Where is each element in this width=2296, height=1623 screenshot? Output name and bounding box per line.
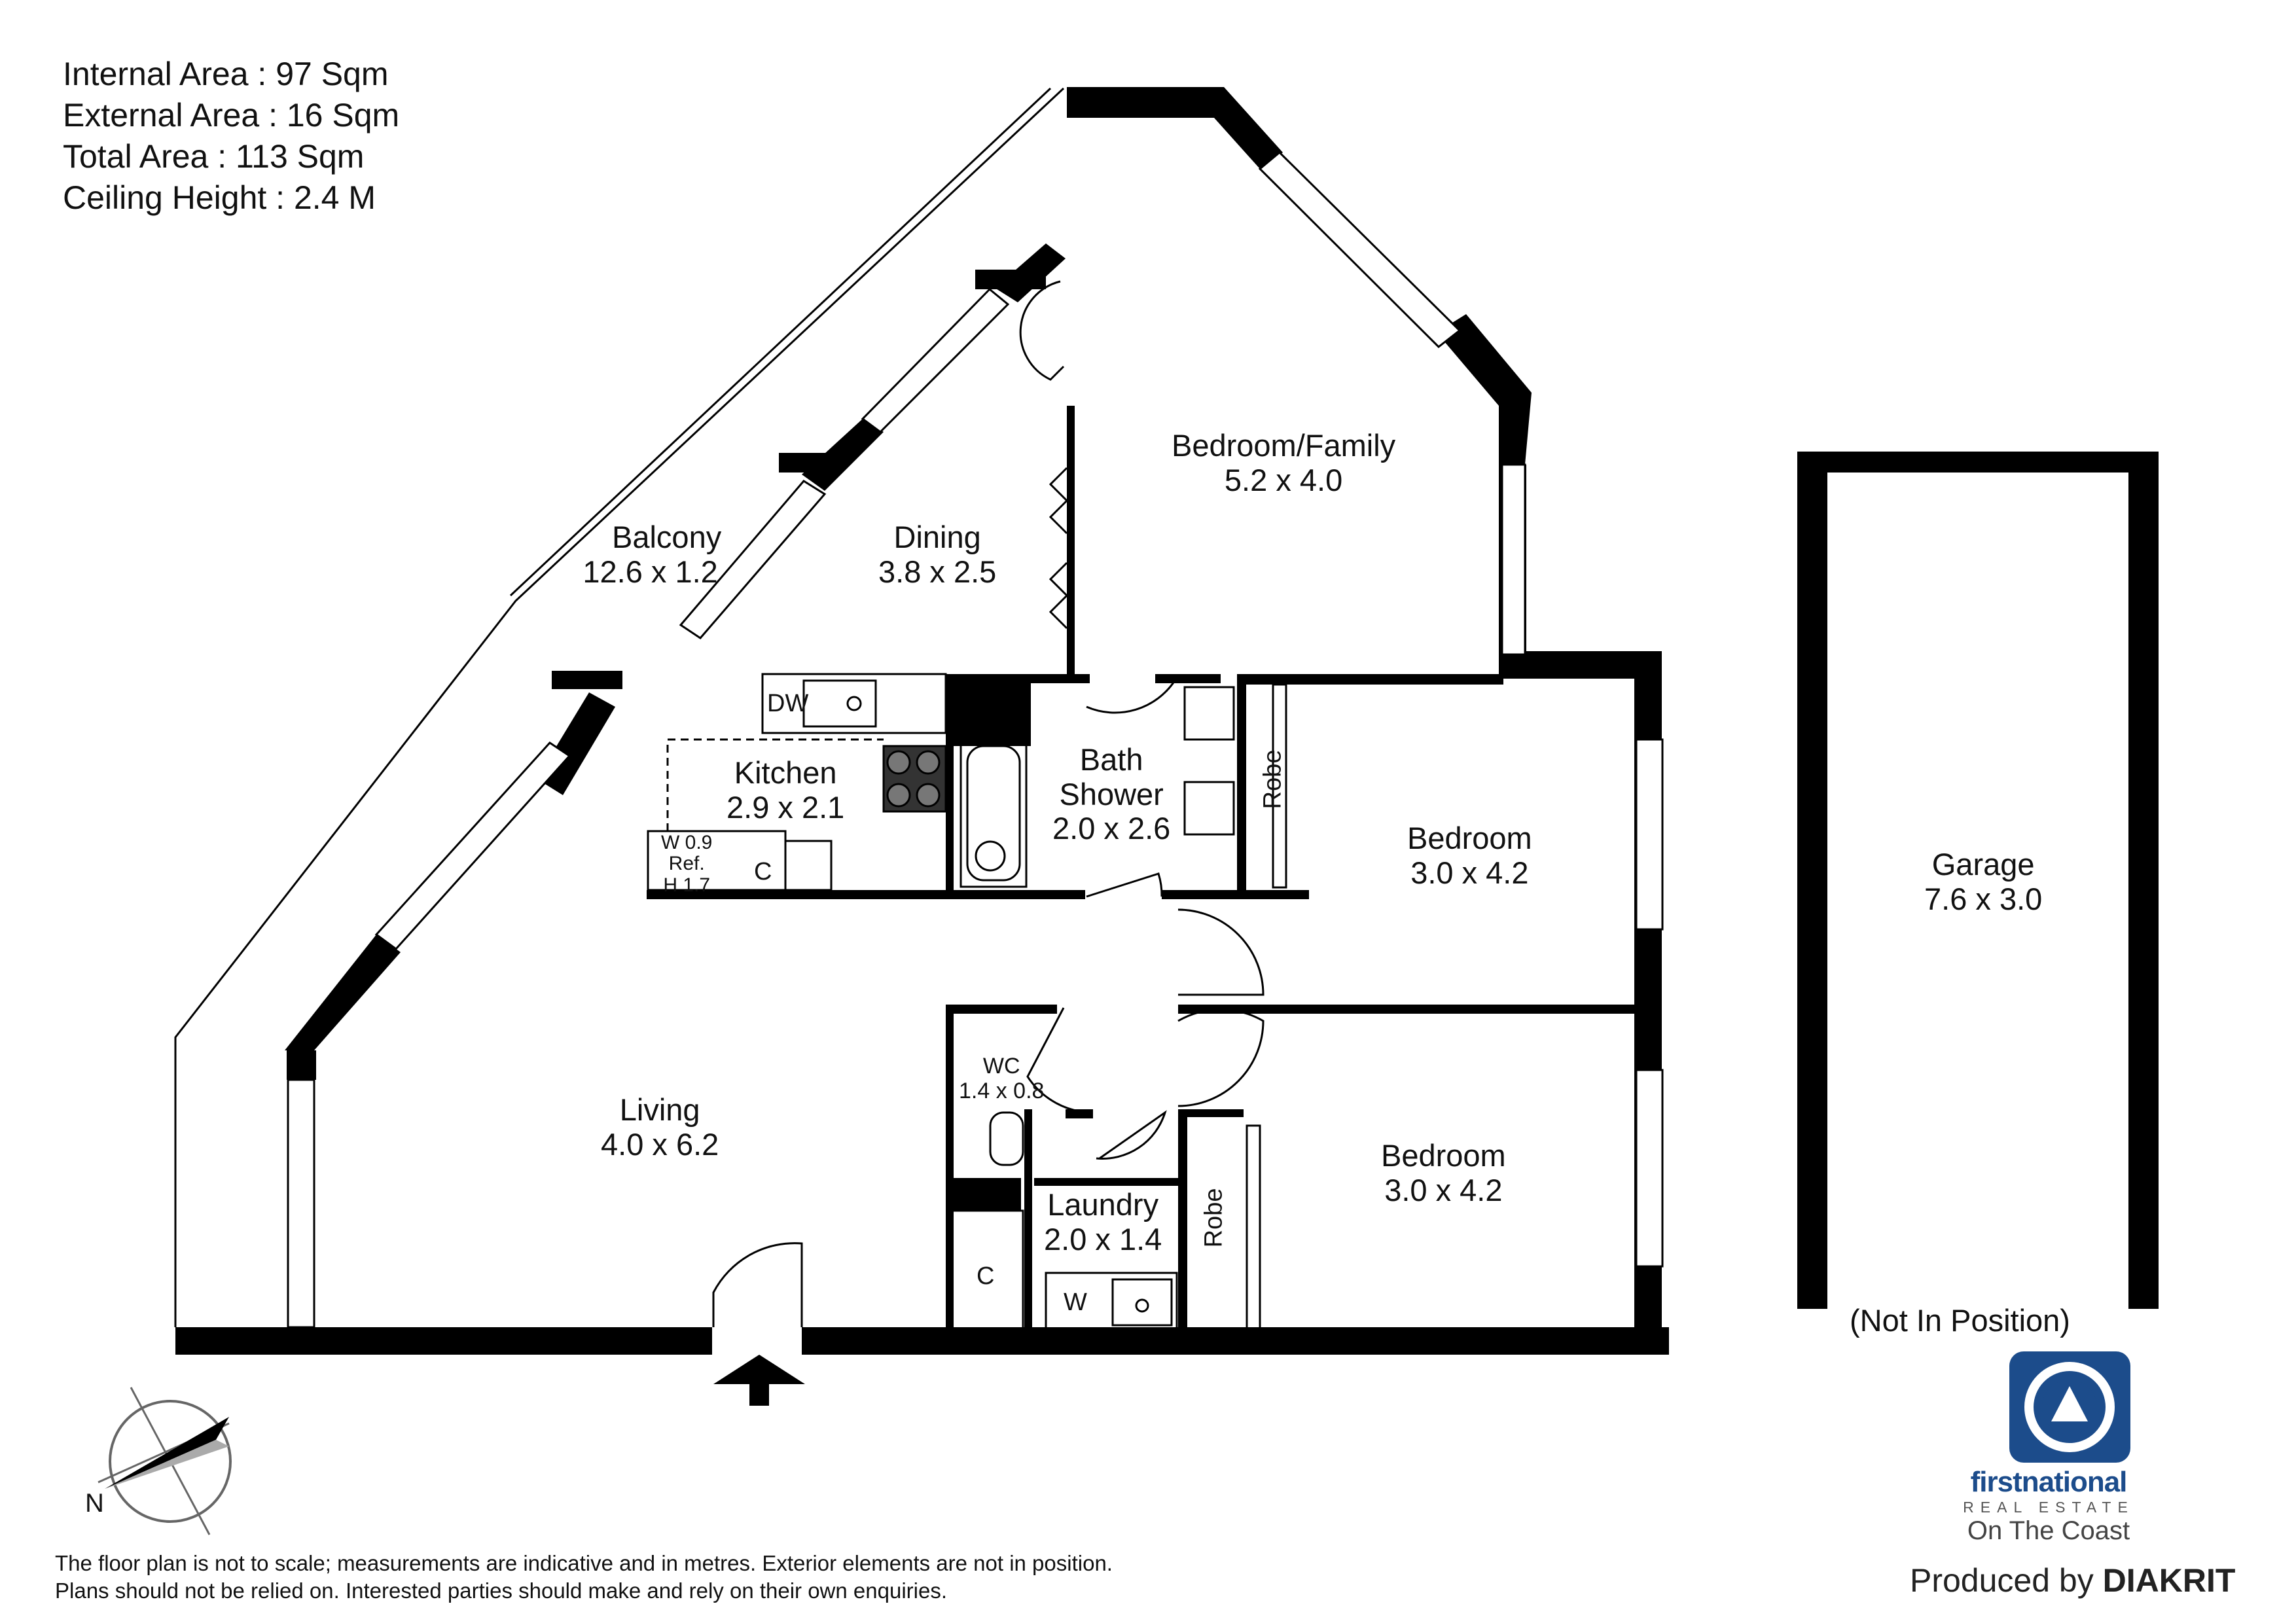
room-dims: 12.6 x 1.2 [583,554,718,589]
room-dims: 2.0 x 1.4 [1044,1221,1162,1257]
room-bedroom-1: Bedroom 3.0 x 4.2 [1407,821,1532,890]
disclaimer-line-1: The floor plan is not to scale; measurem… [55,1551,1113,1575]
room-name: Garage [1931,847,2035,882]
brand-name-first: first [1970,1466,2022,1498]
interior-walls [647,406,1636,1332]
room-name-2: Shower [1059,776,1164,812]
first-national-logo-icon [2009,1351,2130,1463]
robe-label-2: Robe [1200,1188,1228,1248]
room-balcony: Balcony 12.6 x 1.2 [579,520,721,589]
room-living: Living 4.0 x 6.2 [601,1092,719,1162]
room-wc: WC 1.4 x 0.8 [959,1054,1044,1103]
room-name: Bedroom [1407,821,1532,855]
washer-label: W [1064,1289,1087,1316]
total-area: Total Area : 113 Sqm [63,138,365,175]
laundry-cupboard-label: C [977,1262,995,1290]
compass-north-label: N [85,1489,104,1518]
fixtures-drawing [647,467,1287,1333]
room-name: Bedroom/Family [1172,428,1396,463]
produced-brand: DIAKRIT [2102,1562,2236,1599]
entry-arrow-icon [713,1355,805,1406]
brand-name-second: national [2021,1466,2128,1498]
disclaimer-line-2: Plans should not be relied on. Intereste… [55,1578,947,1603]
produced-prefix: Produced by [1910,1562,2094,1599]
room-dims: 3.8 x 2.5 [878,554,997,589]
external-area: External Area : 16 Sqm [63,97,400,134]
garage-walls [1797,452,2159,1309]
robe-label-1: Robe [1259,749,1287,810]
room-bedroom-2: Bedroom 3.0 x 4.2 [1381,1138,1506,1207]
room-dims: 1.4 x 0.8 [959,1079,1045,1104]
room-name: Laundry [1047,1187,1159,1222]
produced-by: Produced by DIAKRIT [1910,1561,2235,1599]
room-name: Dining [893,520,981,554]
room-dims: 7.6 x 3.0 [1924,881,2043,916]
room-name: Balcony [612,520,722,554]
room-dining: Dining 3.8 x 2.5 [878,520,996,589]
fridge-type: Ref. [668,853,705,875]
room-dims: 2.9 x 2.1 [726,789,845,825]
room-bedroom-family: Bedroom/Family 5.2 x 4.0 [1172,428,1396,497]
room-name: Bath [1079,742,1143,777]
internal-area: Internal Area : 97 Sqm [63,56,389,92]
doors [712,280,1265,1327]
room-dims: 4.0 x 6.2 [601,1126,719,1162]
ceiling-height: Ceiling Height : 2.4 M [63,179,376,216]
brand-block: firstnational REAL ESTATE On The Coast [1918,1466,2179,1546]
brand-subtitle: REAL ESTATE [1963,1499,2134,1516]
room-dims: 3.0 x 4.2 [1384,1172,1503,1207]
fridge-width: W 0.9 [661,832,713,853]
fridge-label: W 0.9 Ref. H 1.7 [661,832,712,896]
room-laundry: Laundry 2.0 x 1.4 [1044,1187,1162,1257]
room-name: WC [982,1054,1020,1079]
windows [287,151,1664,1329]
room-bath-shower: Bath Shower 2.0 x 2.6 [1052,742,1171,846]
fridge-height: H 1.7 [663,874,711,896]
room-dims: 2.0 x 2.6 [1052,811,1171,846]
compass-icon [98,1387,232,1535]
brand-tagline: On The Coast [1967,1516,2130,1545]
room-name: Bedroom [1381,1138,1506,1173]
kitchen-cupboard-label: C [754,858,772,885]
room-dims: 3.0 x 4.2 [1410,855,1529,890]
room-name: Living [619,1092,700,1127]
dishwasher-label: DW [767,690,809,717]
area-summary: Internal Area : 97 Sqm External Area : 1… [63,54,399,219]
room-name: Kitchen [734,755,837,790]
room-garage: Garage 7.6 x 3.0 [1924,847,2042,916]
room-dims: 5.2 x 4.0 [1224,462,1343,497]
garage-note: (Not In Position) [1850,1303,2070,1338]
disclaimer: The floor plan is not to scale; measurem… [55,1550,1113,1605]
balcony-outline [174,87,1065,1327]
brand-name: firstnational [1918,1466,2179,1499]
room-kitchen: Kitchen 2.9 x 2.1 [726,755,845,825]
